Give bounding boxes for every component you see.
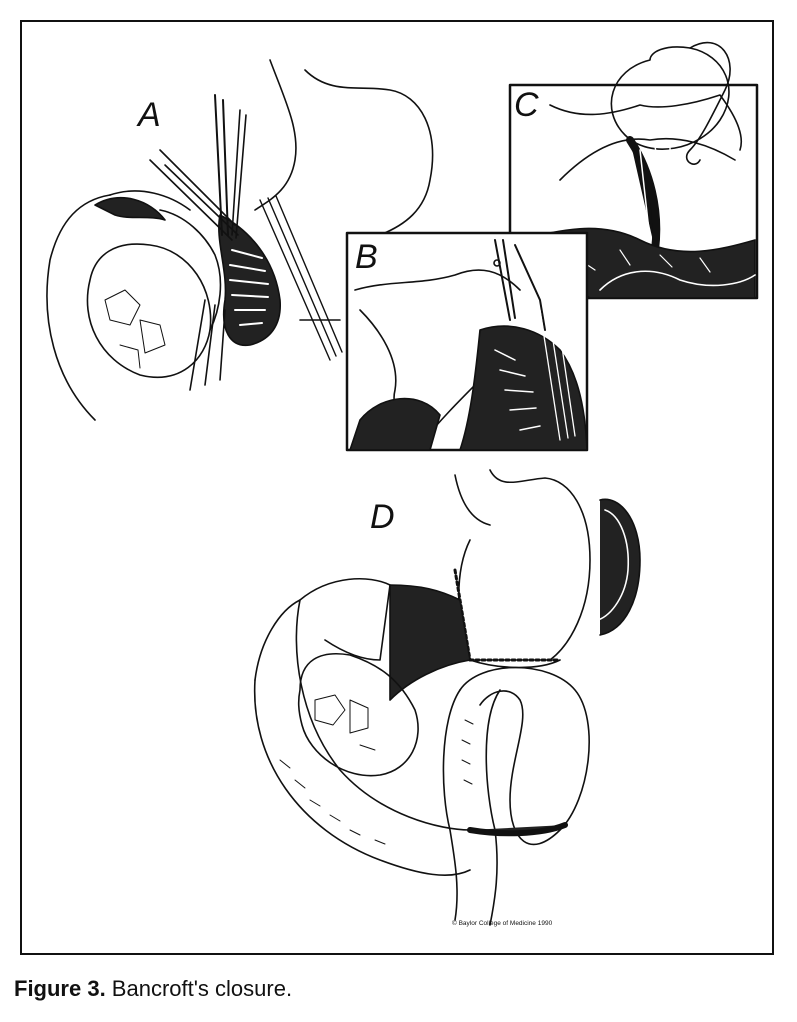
caption-text: Bancroft's closure. [105,976,293,1001]
copyright-notice: © Baylor College of Medicine 1990 [452,920,553,927]
panel-d-drawing [253,469,641,926]
panel-b-drawing [345,231,589,452]
caption-number: Figure 3. [14,976,106,1001]
panel-label-d: D [370,498,395,536]
panel-a-drawing [46,59,434,421]
panel-label-a: A [138,96,161,134]
panel-label-c: C [514,86,539,124]
panel-label-b: B [355,238,378,276]
figure-caption: Figure 3. Bancroft's closure. [14,976,292,1002]
